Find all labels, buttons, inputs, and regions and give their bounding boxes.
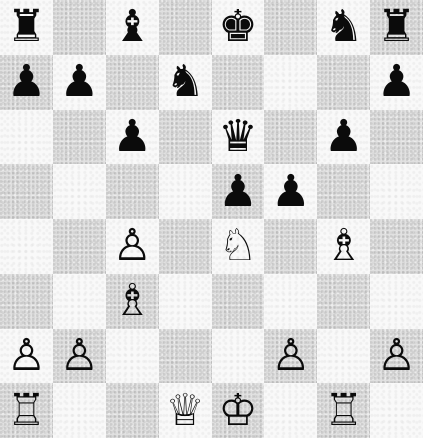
board-square-r6-c3[interactable]: ♗ — [106, 274, 159, 329]
black-knight-icon[interactable]: ♞ — [165, 60, 204, 104]
board-square-r2-c5[interactable] — [212, 55, 265, 110]
board-square-r3-c3[interactable]: ♟ — [106, 110, 159, 165]
white-pawn-icon[interactable]: ♙ — [271, 334, 310, 378]
white-bishop-icon[interactable]: ♗ — [324, 224, 363, 268]
black-rook-icon[interactable]: ♜ — [377, 5, 416, 49]
white-pawn-icon[interactable]: ♙ — [7, 334, 46, 378]
board-square-r5-c7[interactable]: ♗ — [317, 219, 370, 274]
board-square-r6-c7[interactable] — [317, 274, 370, 329]
board-square-r5-c1[interactable] — [0, 219, 53, 274]
white-bishop-icon[interactable]: ♗ — [112, 279, 151, 323]
board-square-r2-c7[interactable] — [317, 55, 370, 110]
black-knight-icon[interactable]: ♞ — [324, 5, 363, 49]
board-square-r1-c8[interactable]: ♜ — [370, 0, 423, 55]
board-square-r8-c3[interactable] — [106, 383, 159, 438]
board-square-r8-c1[interactable]: ♖ — [0, 383, 53, 438]
board-square-r1-c6[interactable] — [264, 0, 317, 55]
board-square-r6-c6[interactable] — [264, 274, 317, 329]
board-square-r3-c4[interactable] — [159, 110, 212, 165]
board-square-r3-c7[interactable]: ♟ — [317, 110, 370, 165]
board-square-r8-c6[interactable] — [264, 383, 317, 438]
black-pawn-icon[interactable]: ♟ — [377, 60, 416, 104]
black-pawn-icon[interactable]: ♟ — [271, 170, 310, 214]
board-square-r5-c8[interactable] — [370, 219, 423, 274]
board-square-r5-c4[interactable] — [159, 219, 212, 274]
board-square-r7-c5[interactable] — [212, 329, 265, 384]
black-pawn-icon[interactable]: ♟ — [7, 60, 46, 104]
board-square-r8-c7[interactable]: ♖ — [317, 383, 370, 438]
white-pawn-icon[interactable]: ♙ — [377, 334, 416, 378]
black-king-icon[interactable]: ♚ — [218, 5, 257, 49]
board-square-r3-c6[interactable] — [264, 110, 317, 165]
black-bishop-icon[interactable]: ♝ — [112, 5, 151, 49]
board-square-r7-c6[interactable]: ♙ — [264, 329, 317, 384]
board-square-r5-c3[interactable]: ♙ — [106, 219, 159, 274]
white-knight-icon[interactable]: ♘ — [218, 224, 257, 268]
board-square-r3-c1[interactable] — [0, 110, 53, 165]
board-square-r5-c2[interactable] — [53, 219, 106, 274]
board-square-r2-c6[interactable] — [264, 55, 317, 110]
board-square-r1-c3[interactable]: ♝ — [106, 0, 159, 55]
board-square-r6-c2[interactable] — [53, 274, 106, 329]
white-rook-icon[interactable]: ♖ — [7, 389, 46, 433]
board-square-r7-c7[interactable] — [317, 329, 370, 384]
board-square-r8-c4[interactable]: ♕ — [159, 383, 212, 438]
board-square-r7-c3[interactable] — [106, 329, 159, 384]
board-square-r7-c8[interactable]: ♙ — [370, 329, 423, 384]
board-square-r2-c2[interactable]: ♟ — [53, 55, 106, 110]
black-pawn-icon[interactable]: ♟ — [218, 170, 257, 214]
board-square-r4-c4[interactable] — [159, 164, 212, 219]
board-square-r7-c2[interactable]: ♙ — [53, 329, 106, 384]
board-square-r4-c5[interactable]: ♟ — [212, 164, 265, 219]
board-square-r3-c8[interactable] — [370, 110, 423, 165]
board-square-r1-c4[interactable] — [159, 0, 212, 55]
board-square-r2-c4[interactable]: ♞ — [159, 55, 212, 110]
white-king-icon[interactable]: ♔ — [218, 389, 257, 433]
board-square-r1-c1[interactable]: ♜ — [0, 0, 53, 55]
board-square-r4-c6[interactable]: ♟ — [264, 164, 317, 219]
board-square-r6-c4[interactable] — [159, 274, 212, 329]
white-rook-icon[interactable]: ♖ — [324, 389, 363, 433]
white-queen-icon[interactable]: ♕ — [165, 389, 204, 433]
board-square-r5-c5[interactable]: ♘ — [212, 219, 265, 274]
board-square-r3-c2[interactable] — [53, 110, 106, 165]
board-square-r4-c7[interactable] — [317, 164, 370, 219]
board-square-r6-c5[interactable] — [212, 274, 265, 329]
board-square-r7-c4[interactable] — [159, 329, 212, 384]
board-square-r8-c5[interactable]: ♔ — [212, 383, 265, 438]
board-square-r1-c2[interactable] — [53, 0, 106, 55]
board-square-r2-c3[interactable] — [106, 55, 159, 110]
board-square-r4-c3[interactable] — [106, 164, 159, 219]
board-square-r7-c1[interactable]: ♙ — [0, 329, 53, 384]
white-pawn-icon[interactable]: ♙ — [112, 224, 151, 268]
board-square-r4-c8[interactable] — [370, 164, 423, 219]
board-square-r1-c5[interactable]: ♚ — [212, 0, 265, 55]
board-square-r5-c6[interactable] — [264, 219, 317, 274]
board-square-r8-c2[interactable] — [53, 383, 106, 438]
board-square-r8-c8[interactable] — [370, 383, 423, 438]
board-square-r4-c2[interactable] — [53, 164, 106, 219]
board-square-r2-c8[interactable]: ♟ — [370, 55, 423, 110]
board-square-r6-c8[interactable] — [370, 274, 423, 329]
black-pawn-icon[interactable]: ♟ — [324, 115, 363, 159]
white-pawn-icon[interactable]: ♙ — [60, 334, 99, 378]
board-square-r6-c1[interactable] — [0, 274, 53, 329]
black-pawn-icon[interactable]: ♟ — [112, 115, 151, 159]
black-queen-icon[interactable]: ♛ — [218, 115, 257, 159]
black-pawn-icon[interactable]: ♟ — [60, 60, 99, 104]
board-square-r1-c7[interactable]: ♞ — [317, 0, 370, 55]
black-rook-icon[interactable]: ♜ — [7, 5, 46, 49]
board-square-r3-c5[interactable]: ♛ — [212, 110, 265, 165]
board-square-r2-c1[interactable]: ♟ — [0, 55, 53, 110]
board-square-r4-c1[interactable] — [0, 164, 53, 219]
